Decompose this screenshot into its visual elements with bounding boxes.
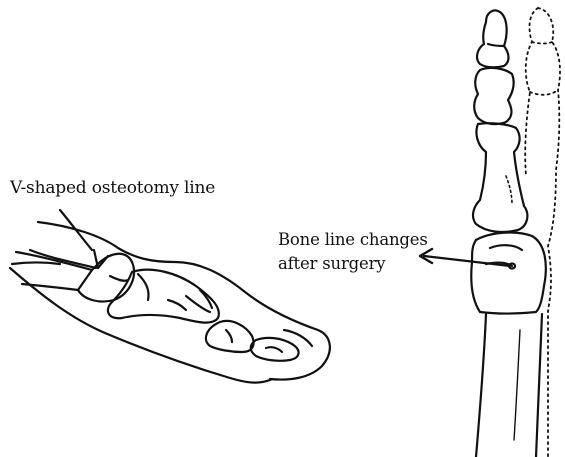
bone-line-label-line2: after surgery — [278, 254, 385, 273]
osteotomy-label: V-shaped osteotomy line — [10, 178, 215, 198]
bone-line-arrow — [420, 249, 510, 266]
dorsal-toe-drawing — [471, 8, 560, 457]
bone-line-label-line1: Bone line changes — [278, 230, 428, 249]
osteotomy-leader-lines — [30, 210, 96, 268]
